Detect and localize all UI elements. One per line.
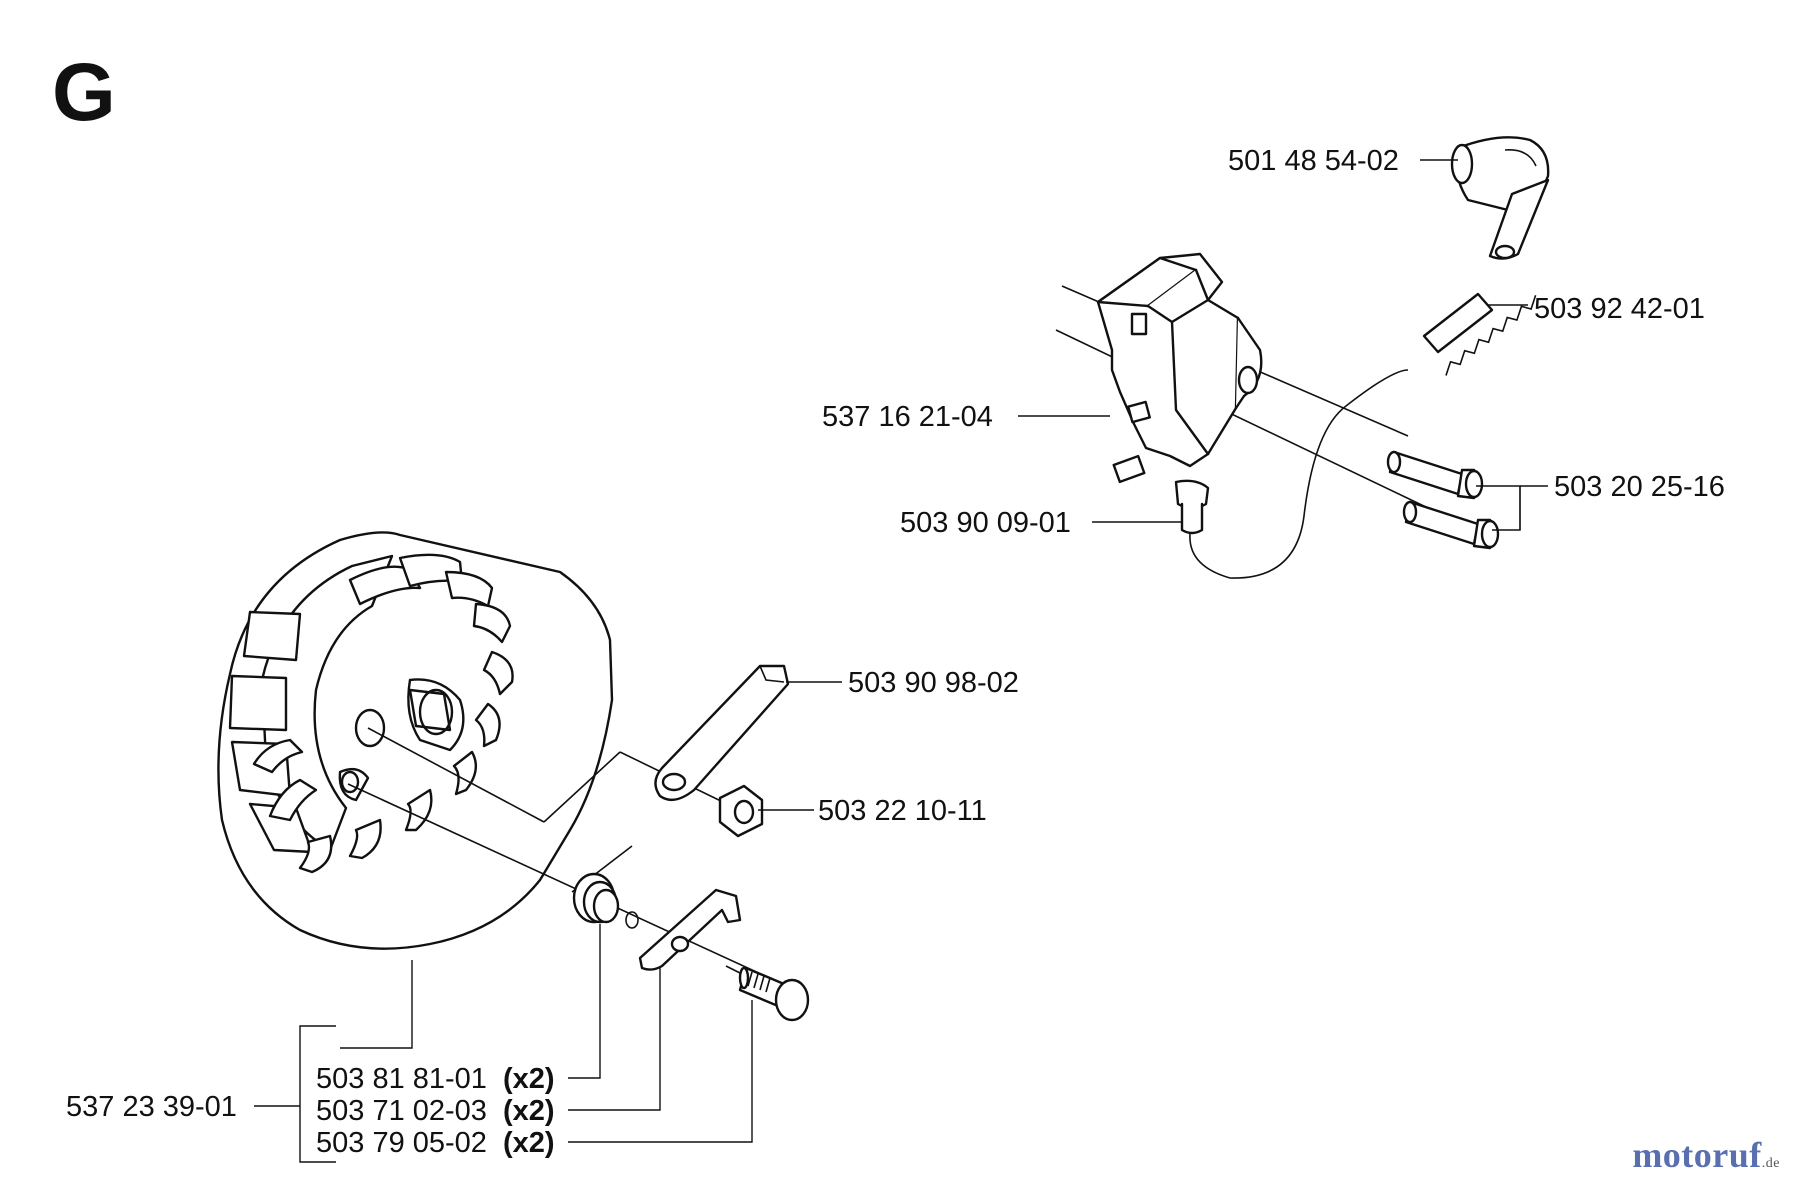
starter-pawl-qty: (x2) [503, 1095, 555, 1127]
label-cable-terminal: 503 90 09-01 [900, 507, 1071, 539]
label-spring: 503 92 42-01 [1534, 293, 1705, 325]
spark-plug-cap-drawing [1450, 136, 1550, 260]
pawl-pin-qty: (x2) [503, 1127, 555, 1159]
label-screws: 503 20 25-16 [1554, 471, 1725, 503]
leader-lines [254, 159, 1548, 1163]
starter-pawl-drawing [638, 888, 742, 971]
nut-drawing [718, 784, 764, 838]
label-starter-spring: 503 81 81-01 (x2) [316, 1063, 555, 1095]
label-spark-plug-cap: 501 48 54-02 [1228, 145, 1399, 177]
starter-spring-number: 503 81 81-01 [316, 1063, 487, 1095]
starter-spring-qty: (x2) [503, 1063, 555, 1095]
label-ignition-module: 537 16 21-04 [822, 401, 993, 433]
label-flywheel: 537 23 39-01 [66, 1091, 237, 1123]
spring-drawing [1422, 292, 1537, 376]
pawl-drawing [654, 664, 790, 802]
starter-pawl-number: 503 71 02-03 [316, 1095, 487, 1127]
pawl-pin-drawing [725, 965, 810, 1022]
pawl-pin-number: 503 79 05-02 [316, 1127, 487, 1159]
flywheel-drawing [217, 531, 801, 993]
label-starter-pawl: 503 71 02-03 (x2) [316, 1095, 555, 1127]
starter-spring-drawing [571, 845, 639, 929]
label-pawl: 503 90 98-02 [848, 667, 1019, 699]
label-nut: 503 22 10-11 [818, 795, 987, 827]
section-letter: G [52, 47, 116, 138]
label-pawl-pin: 503 79 05-02 (x2) [316, 1127, 555, 1159]
watermark-text: motoruf [1632, 1135, 1762, 1175]
watermark-tld: .de [1761, 1156, 1780, 1171]
screws-drawing [1386, 450, 1500, 550]
watermark-logo: motoruf.de [1632, 1134, 1780, 1176]
ignition-module-drawing [1055, 252, 1429, 579]
